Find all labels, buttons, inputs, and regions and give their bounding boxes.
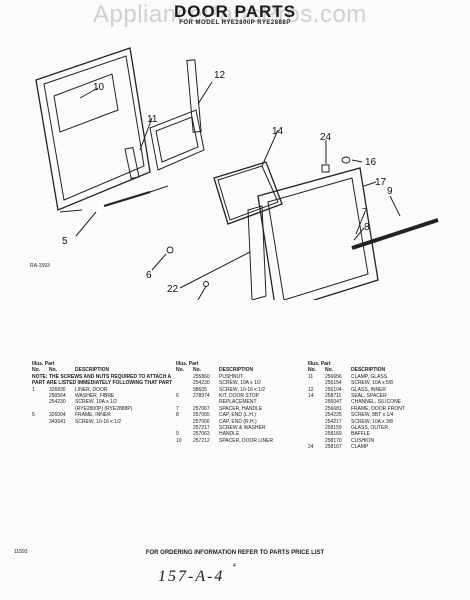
callout: 11: [147, 114, 158, 125]
parts-column-1: Illus. Part No. No. DESCRIPTION NOTE: THE …: [32, 361, 172, 425]
page-number: 4: [233, 563, 236, 569]
diagram-code: RA-1593: [30, 263, 50, 269]
header-desc: DESCRIPTION: [75, 367, 110, 374]
watermark-text: AppliancePartsPros.com: [93, 1, 367, 28]
callout: 5: [62, 236, 68, 247]
callout: 17: [375, 177, 387, 188]
header-illus: Illus. Part: [308, 361, 331, 367]
table-row: (RYE2800P) (RYE2888P): [75, 405, 133, 412]
model-subtitle: FOR MODEL RYE2800P RYE2888P: [179, 20, 291, 26]
ordering-info: FOR ORDERING INFORMATION REFER TO PARTS …: [145, 550, 325, 556]
door-handle: [351, 218, 439, 250]
callout: 16: [365, 157, 377, 168]
seal-spacer: [213, 161, 283, 225]
diagram-overflow: [0, 0, 470, 340]
header-desc: DESCRIPTION: [219, 367, 254, 374]
door-front-frame: [257, 167, 379, 300]
callout: 14: [272, 126, 284, 137]
header-illus: Illus. Part: [176, 361, 199, 367]
callout: 22: [167, 284, 179, 295]
callout: 9: [387, 186, 393, 197]
inner-glass: [149, 109, 205, 171]
header-illus: Illus. Part: [32, 361, 55, 367]
callout: 7: [362, 207, 368, 218]
header-partno: No.: [325, 367, 334, 374]
table-note: NOTE: THE SCREWS AND NUTS REQUIRED TO AT…: [32, 373, 172, 387]
page-title: DOOR PARTS: [173, 2, 297, 21]
callout: 6: [146, 270, 152, 281]
door-stop: [166, 246, 174, 254]
clamp-24: [321, 164, 330, 173]
header-no: No.: [176, 367, 185, 374]
callout: 8: [364, 222, 370, 233]
header-no: No.: [32, 367, 41, 374]
door-liner: [35, 47, 151, 211]
footer-code: 11593: [14, 549, 28, 555]
handwritten-note: 157-A-4: [158, 568, 225, 585]
callout: 10: [93, 82, 105, 93]
header-partno: No.: [49, 367, 58, 374]
table-row: REPLACEMENT: [219, 399, 257, 406]
cushion-16: [341, 156, 351, 164]
hinge-spring: [103, 190, 151, 208]
glass-clamp: [124, 146, 140, 180]
callout: 24: [320, 132, 332, 143]
callout: 12: [214, 70, 226, 81]
header-no: No.: [308, 367, 317, 374]
exploded-door-diagram: 10 12 11 14 24 16 17 9 7 8 6 22 23 20 5: [35, 47, 439, 300]
header-desc: DESCRIPTION: [351, 367, 386, 374]
header-partno: No.: [193, 367, 202, 374]
